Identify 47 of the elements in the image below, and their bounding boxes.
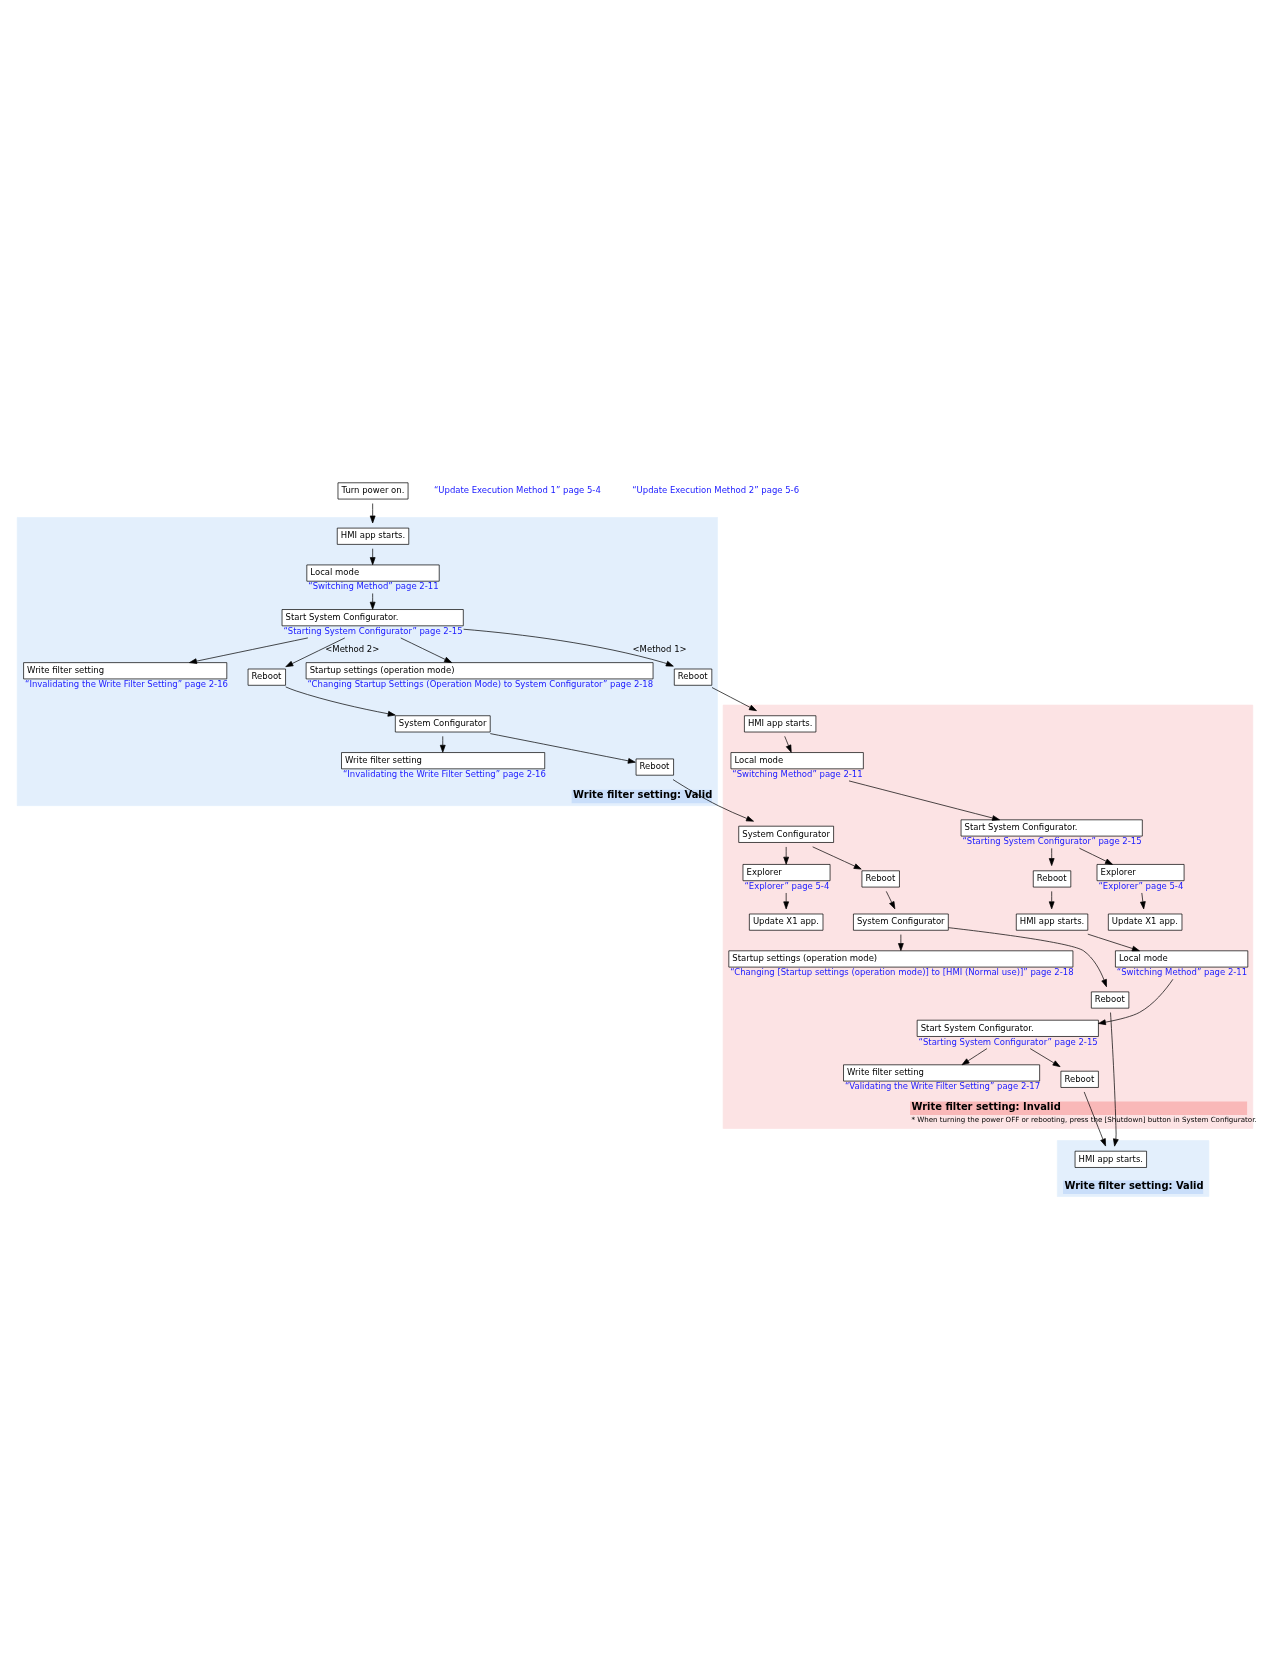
arrow (1048, 890, 1055, 909)
arrow (1048, 847, 1055, 866)
node-label: “Switching Method” page 2-11 (732, 768, 863, 779)
node-label: “Explorer” page 5-4 (1098, 880, 1184, 891)
arrow (369, 502, 376, 523)
arrow (672, 778, 754, 822)
node-label: “Switching Method” page 2-11 (308, 580, 439, 591)
arrow (1083, 1091, 1106, 1146)
node-label: “Explorer” page 5-4 (744, 880, 830, 891)
arrow (1098, 978, 1174, 1025)
arrow (1110, 1011, 1119, 1146)
label: “Update Execution Method 2” page 5-6 (632, 484, 800, 495)
node-label: “Starting System Configurator” page 2-15 (962, 835, 1142, 846)
arrow (285, 686, 396, 717)
arrow (1029, 1047, 1061, 1067)
arrow (898, 933, 904, 951)
arrow (463, 628, 674, 666)
label: “Update Execution Method 1” page 5-4 (433, 484, 601, 495)
arrow (1140, 892, 1146, 909)
arrow (783, 892, 789, 909)
arrow (369, 592, 376, 610)
arrow (400, 637, 453, 663)
arrow (961, 1047, 988, 1065)
arrow (1087, 933, 1140, 951)
arrow (189, 637, 309, 664)
arrow (285, 637, 346, 667)
arrow (711, 686, 757, 711)
node-label: “Invalidating the Write Filter Setting” page 2-16 (25, 678, 228, 689)
arrow (948, 926, 1107, 987)
edge-label: <Method 2> (325, 643, 380, 654)
arrow (369, 547, 376, 565)
node-label: “Switching Method” page 2-11 (1116, 966, 1248, 977)
node-label: “Changing [Startup settings (operation mode)] to [HMI (Normal use)]” page 2-18 (730, 966, 1074, 977)
arrow (812, 845, 862, 869)
arrow (784, 735, 792, 753)
node-label: “Changing Startup Settings (Operation Mode) to System Configurator” page 2-18 (307, 678, 654, 689)
node-label: “Validating the Write Filter Setting” page 2-17 (844, 1080, 1041, 1091)
arrow (848, 780, 1000, 821)
arrow (783, 846, 789, 865)
node-label: “Starting System Configurator” page 2-15 (283, 625, 463, 636)
arrow (489, 732, 636, 764)
arrow (885, 890, 896, 909)
arrow (439, 735, 446, 753)
node-label: “Invalidating the Write Filter Setting” page 2-16 (342, 768, 546, 779)
arrow (1079, 847, 1113, 865)
node-label: “Starting System Configurator” page 2-15 (918, 1036, 1098, 1047)
edge-label: <Method 1> (632, 643, 687, 654)
